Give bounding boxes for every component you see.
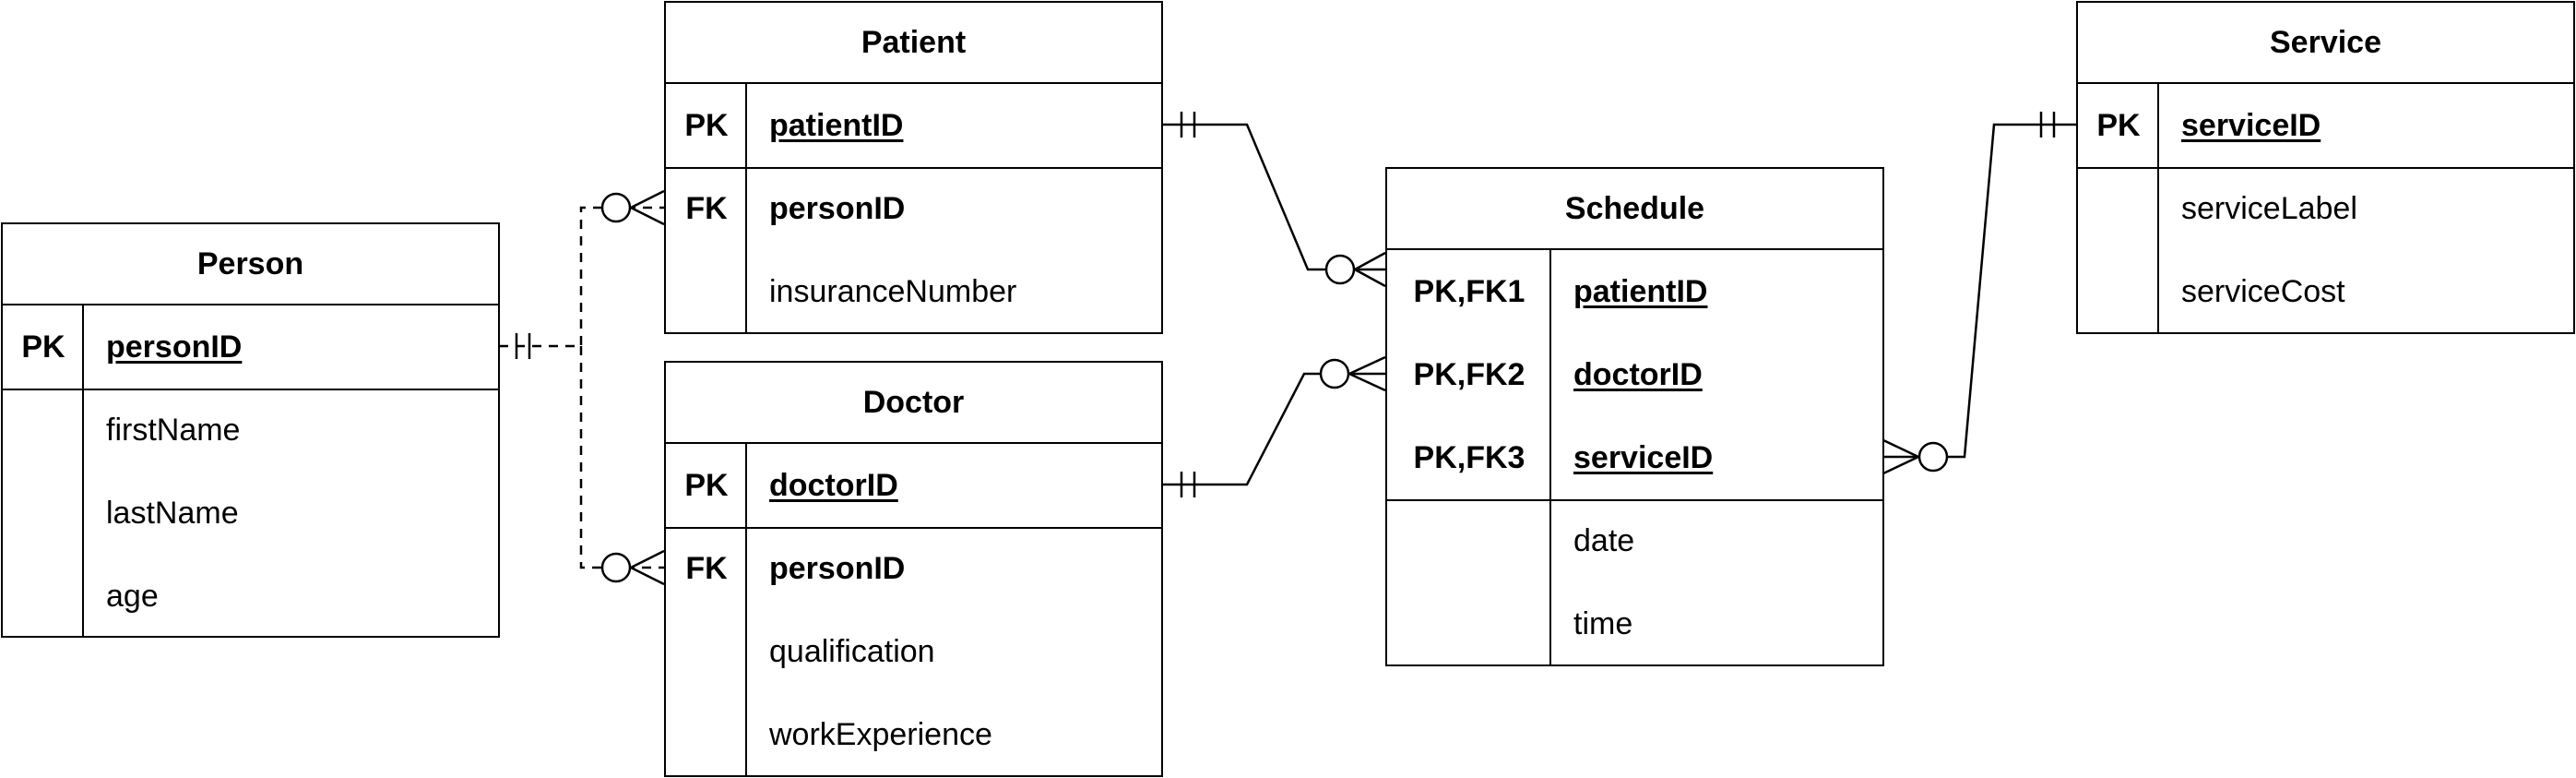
divider	[1387, 499, 1882, 501]
connector-doctor-schedule	[1163, 355, 1386, 497]
attribute-row: serviceCost	[2078, 250, 2573, 333]
entity-title: Person	[3, 224, 498, 305]
attribute-name: serviceLabel	[2181, 190, 2357, 226]
attribute-name: serviceCost	[2181, 273, 2345, 309]
attribute-row: PK,FK3 serviceID	[1387, 416, 1882, 499]
attribute-name: patientID	[769, 107, 904, 143]
key-label: PK,FK2	[1413, 356, 1525, 392]
attribute-row: insuranceNumber	[666, 250, 1161, 333]
key-label: PK	[684, 107, 729, 143]
attribute-row: PK,FK2 doctorID	[1387, 333, 1882, 416]
attribute-name: age	[106, 578, 159, 614]
attribute-name: date	[1573, 522, 1635, 558]
attribute-name: serviceID	[2181, 107, 2321, 143]
entity-title: Patient	[666, 3, 1161, 84]
key-label: PK	[21, 329, 65, 365]
key-label: PK	[2096, 107, 2141, 143]
attribute-row: serviceLabel	[2078, 167, 2573, 250]
attribute-row: PK serviceID	[2078, 84, 2573, 167]
attribute-name: personID	[769, 550, 906, 586]
attribute-row: qualification	[666, 610, 1161, 693]
attribute-name: doctorID	[1573, 356, 1703, 392]
entity-patient[interactable]: Patient PK patientID FK personID insuran…	[664, 1, 1163, 334]
attribute-row: date	[1387, 499, 1882, 582]
key-label	[666, 610, 747, 693]
attribute-name: doctorID	[769, 467, 898, 503]
key-label	[2078, 250, 2159, 333]
key-label	[666, 693, 747, 776]
attribute-name: patientID	[1573, 273, 1708, 309]
attribute-name: personID	[769, 190, 906, 226]
attribute-row: FK personID	[666, 167, 1161, 250]
key-label: PK,FK3	[1413, 439, 1525, 475]
key-label: FK	[685, 190, 728, 226]
entity-schedule[interactable]: Schedule PK,FK1 patientID PK,FK2 doctorI…	[1385, 167, 1884, 666]
key-label: PK,FK1	[1413, 273, 1525, 309]
key-column	[666, 84, 747, 332]
attribute-row: firstName	[3, 389, 498, 472]
connector-person-doctor	[579, 346, 665, 586]
attribute-row: time	[1387, 582, 1882, 665]
attribute-name: qualification	[769, 633, 935, 669]
connector-service-schedule	[1882, 112, 2076, 475]
attribute-row: PK patientID	[666, 84, 1161, 167]
attribute-row: PK doctorID	[666, 444, 1161, 527]
key-label	[3, 555, 84, 638]
connector-person-patient	[499, 189, 665, 359]
attribute-row: workExperience	[666, 693, 1161, 776]
divider	[666, 527, 1161, 529]
attribute-name: serviceID	[1573, 439, 1714, 475]
connector-patient-schedule	[1163, 112, 1386, 288]
key-label	[1387, 582, 1551, 665]
divider	[3, 389, 498, 390]
attribute-name: insuranceNumber	[769, 273, 1017, 309]
attribute-row: PK personID	[3, 305, 498, 389]
entity-title: Schedule	[1387, 169, 1882, 250]
key-label: FK	[685, 550, 728, 586]
key-column	[1387, 250, 1551, 664]
divider	[666, 167, 1161, 169]
entity-service[interactable]: Service PK serviceID serviceLabel servic…	[2076, 1, 2575, 334]
attribute-name: lastName	[106, 495, 239, 531]
key-column	[3, 305, 84, 636]
key-label	[1387, 499, 1551, 582]
key-column	[2078, 84, 2159, 332]
attribute-name: firstName	[106, 412, 241, 448]
entity-title: Doctor	[666, 363, 1161, 444]
key-label	[666, 250, 747, 333]
attribute-row: age	[3, 555, 498, 638]
divider	[2078, 167, 2573, 169]
key-label: PK	[684, 467, 729, 503]
entity-title: Service	[2078, 3, 2573, 84]
attribute-row: FK personID	[666, 527, 1161, 610]
key-column	[666, 444, 747, 775]
attribute-name: personID	[106, 329, 243, 365]
attribute-name: workExperience	[769, 716, 992, 752]
entity-doctor[interactable]: Doctor PK doctorID FK personID qualifica…	[664, 361, 1163, 777]
entity-person[interactable]: Person PK personID firstName lastName ag…	[1, 222, 500, 638]
attribute-name: time	[1573, 605, 1633, 641]
key-label	[3, 472, 84, 555]
attribute-row: PK,FK1 patientID	[1387, 250, 1882, 333]
key-label	[3, 389, 84, 472]
attribute-row: lastName	[3, 472, 498, 555]
key-label	[2078, 167, 2159, 250]
